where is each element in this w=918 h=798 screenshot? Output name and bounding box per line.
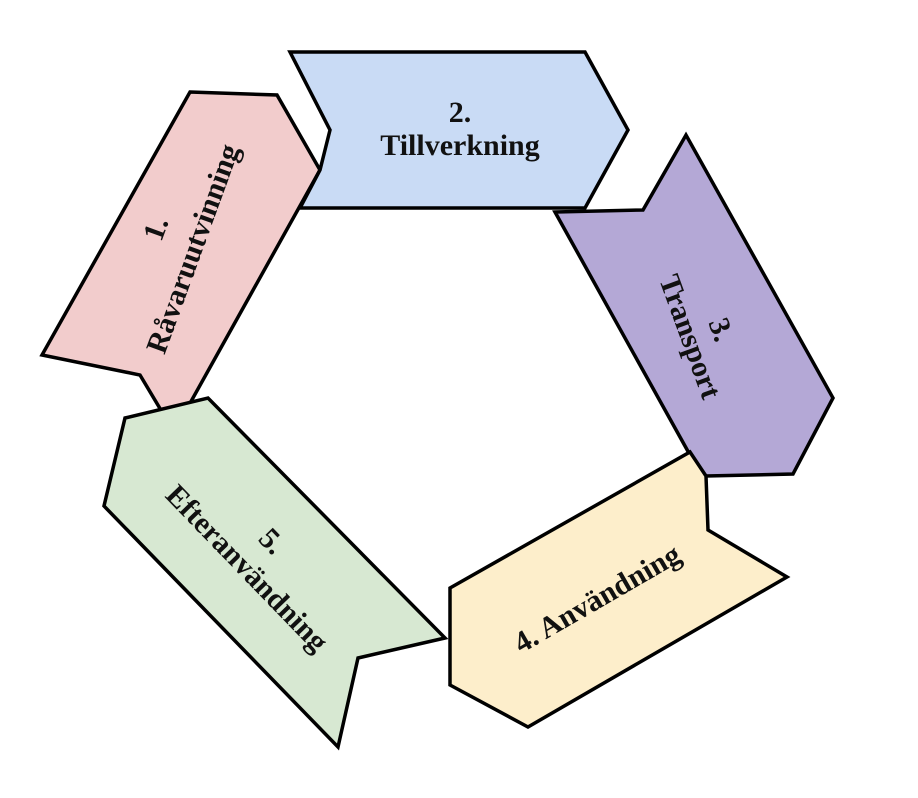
step-2-shape (287, 50, 630, 210)
step-2-label: Tillverkning (380, 129, 540, 162)
step-1: 1. Råvaruutvinning (39, 90, 323, 436)
step-2-number: 2. (449, 96, 472, 129)
step-4-shape (448, 449, 791, 730)
step-2: 2. Tillverkning (287, 50, 630, 210)
step-5-shape (102, 396, 449, 751)
step-5: 5. Efteranvändning (102, 396, 449, 751)
step-4: 4. Användning (448, 449, 791, 730)
